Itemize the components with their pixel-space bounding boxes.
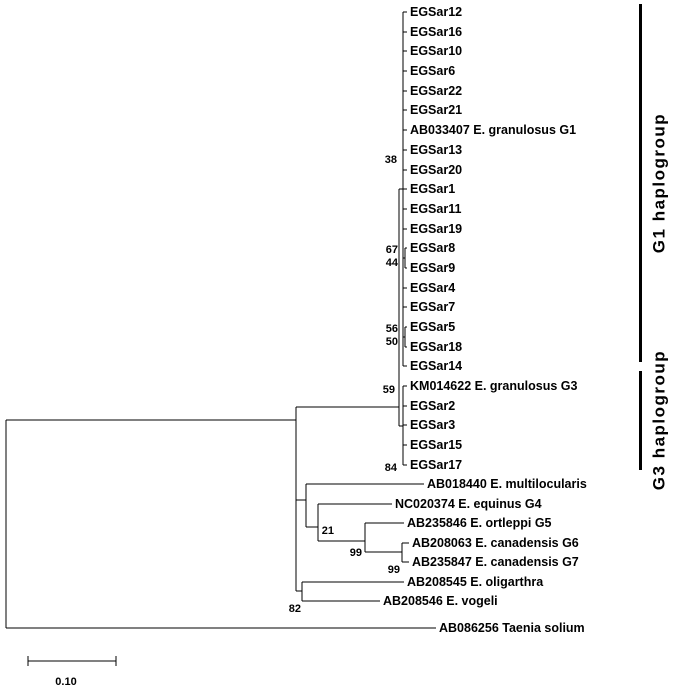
tip-label: EGSar7 <box>410 300 455 314</box>
scale-bar-label: 0.10 <box>55 676 76 688</box>
tip-label: EGSar6 <box>410 64 455 78</box>
bootstrap-value: 84 <box>385 462 398 474</box>
tip-label: EGSar20 <box>410 163 462 177</box>
tip-label: EGSar21 <box>410 103 462 117</box>
tip-label: EGSar12 <box>410 5 462 19</box>
tip-label: EGSar9 <box>410 261 455 275</box>
tip-label: AB086256 Taenia solium <box>439 621 585 635</box>
g3-clade-bar <box>639 371 642 470</box>
tree-branches <box>5 11 436 629</box>
tip-label: NC020374 E. equinus G4 <box>395 497 542 511</box>
tip-label: AB208545 E. oligarthra <box>407 575 544 589</box>
bootstrap-value: 44 <box>386 257 399 269</box>
bootstrap-value: 59 <box>383 384 395 396</box>
tip-label: EGSar1 <box>410 182 455 196</box>
tip-label: AB018440 E. multilocularis <box>427 477 587 491</box>
tip-label: EGSar22 <box>410 84 462 98</box>
tip-label: EGSar3 <box>410 418 455 432</box>
tip-label: EGSar16 <box>410 25 462 39</box>
bootstrap-value: 67 <box>386 244 398 256</box>
tip-label: AB235847 E. canadensis G7 <box>412 555 579 569</box>
tip-label: EGSar11 <box>410 202 461 216</box>
tip-label: EGSar17 <box>410 458 462 472</box>
bootstrap-value: 56 <box>386 323 398 335</box>
bootstrap-value: 50 <box>386 336 398 348</box>
tip-label: AB208063 E. canadensis G6 <box>412 536 579 550</box>
tip-label: EGSar8 <box>410 241 455 255</box>
bootstrap-value: 82 <box>289 603 301 615</box>
bootstrap-value: 99 <box>350 547 362 559</box>
tip-label: EGSar14 <box>410 359 462 373</box>
g1-clade-bar <box>639 4 642 362</box>
tip-label: EGSar4 <box>410 281 455 295</box>
tip-label: KM014622 E. granulosus G3 <box>410 379 577 393</box>
g3-haplogroup-label: G3 haplogroup <box>650 350 669 490</box>
tip-label: EGSar10 <box>410 44 462 58</box>
tip-label: EGSar13 <box>410 143 462 157</box>
tip-label: EGSar5 <box>410 320 455 334</box>
bootstrap-value: 99 <box>388 564 400 576</box>
tip-label: AB208546 E. vogeli <box>383 594 498 608</box>
tip-label: AB235846 E. ortleppi G5 <box>407 516 552 530</box>
tip-label: EGSar2 <box>410 399 455 413</box>
tip-label: EGSar19 <box>410 222 462 236</box>
tip-label: EGSar15 <box>410 438 462 452</box>
g1-haplogroup-label: G1 haplogroup <box>650 113 669 253</box>
tip-label: EGSar18 <box>410 340 462 354</box>
bootstrap-value: 21 <box>322 525 334 537</box>
scale-bar <box>27 656 117 666</box>
tip-label: AB033407 E. granulosus G1 <box>410 123 576 137</box>
bootstrap-value: 38 <box>385 154 397 166</box>
